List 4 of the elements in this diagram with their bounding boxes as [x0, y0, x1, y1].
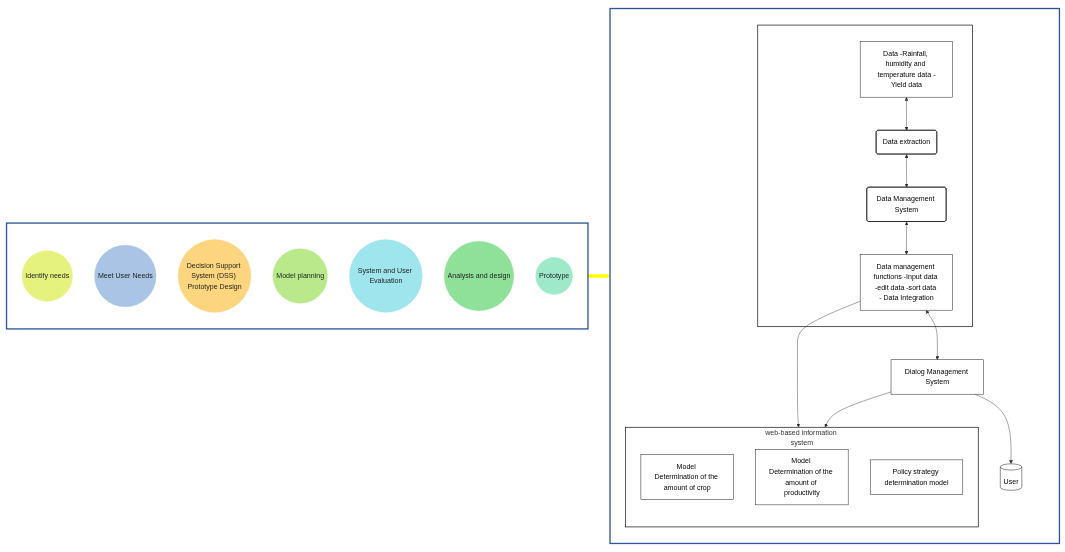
cluster — [608, 7, 1060, 545]
cluster — [5, 222, 589, 330]
arrow — [587, 274, 610, 278]
cluster — [756, 24, 973, 328]
